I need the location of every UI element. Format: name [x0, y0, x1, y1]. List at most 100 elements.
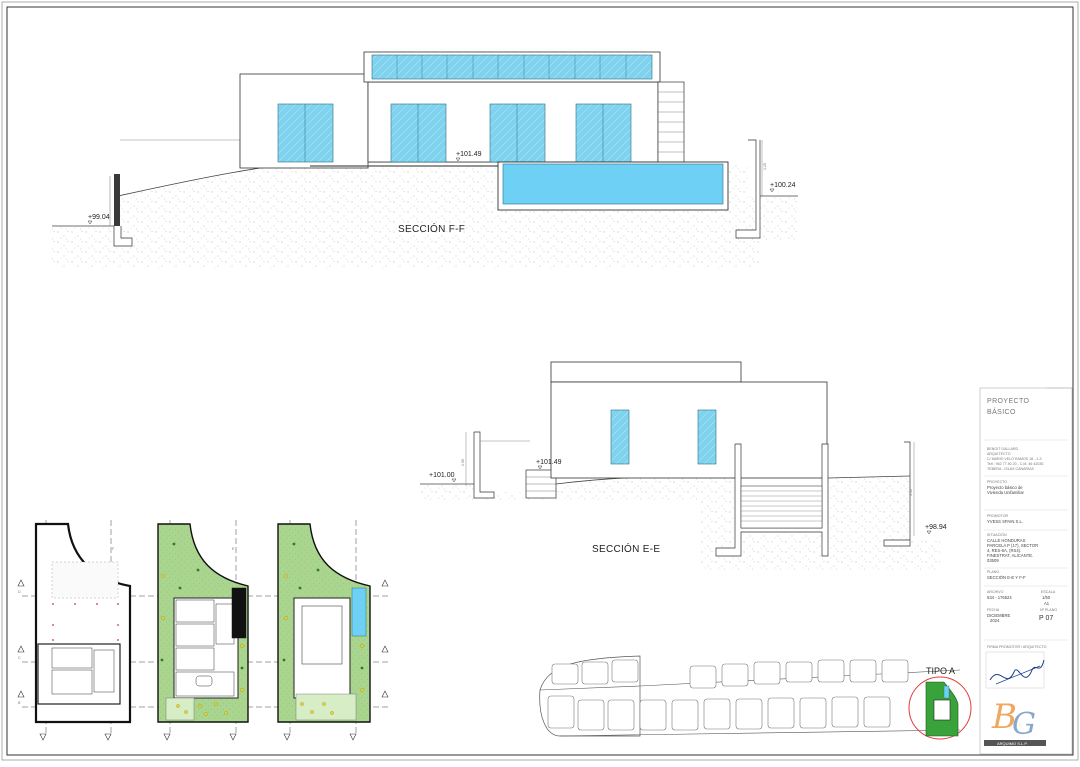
- tb-promoter: YVESS SPAIN S.L.: [987, 519, 1023, 524]
- tb-scale-caption: ESCALA: [1041, 590, 1056, 594]
- cut-mark-f: F: [112, 547, 115, 551]
- ee-main-volume: [550, 381, 828, 479]
- ee-dim-left: 2.90: [461, 459, 465, 466]
- ff-window-1: [277, 103, 334, 163]
- tb-location-2: PARCELA P (17), SECTOR: [987, 543, 1038, 548]
- cut-mark-e: E: [232, 547, 235, 551]
- ff-railing: [120, 139, 241, 168]
- ee-level-mid: +101.49: [536, 459, 562, 466]
- tb-date-2: 2024: [990, 618, 1000, 623]
- ee-terrain-fill: [420, 476, 940, 570]
- title-block: PROYECTO BÁSICO BENOIT GALLARD ARQUITECT…: [979, 387, 1073, 755]
- tb-project-caption: PROYECTO: [987, 480, 1007, 484]
- ff-terrain-fill: [52, 162, 798, 268]
- tb-file-caption: ARCHIVO: [987, 590, 1004, 594]
- tb-architect-3: C/ MARIO VELO RAMOS 18 - 1-3: [987, 457, 1042, 461]
- ee-level-right: +98.94: [925, 524, 947, 531]
- section-ee: 2.90 3.40 +101.00 +101.49 +98.94 SECCIÓN…: [420, 361, 947, 570]
- plan-first-pool: [351, 587, 367, 637]
- ee-window-1: [610, 409, 630, 465]
- tb-promoter-caption: PROMOTOR: [987, 514, 1009, 518]
- ee-level-left: +101.00: [429, 472, 455, 479]
- ff-window-3: [489, 103, 546, 163]
- tb-date-caption: FECHA: [987, 608, 1000, 612]
- ee-level-left-marker: [451, 478, 457, 483]
- logo-caption: ARQUIMO S.L.P.: [997, 741, 1028, 746]
- axis-label-c: C: [18, 656, 21, 660]
- tb-architect-4: Telf.: 952 77 80 20 - C.M. 46 42035: [987, 462, 1043, 466]
- plan-basement-rooms: [37, 643, 121, 705]
- tipo-a-label: TIPO A: [926, 666, 955, 676]
- ee-dim-right: 3.40: [909, 489, 913, 496]
- tb-file-value: 534 - 176524: [987, 595, 1012, 600]
- tb-project-1: Proyecto básico de: [987, 485, 1023, 490]
- ee-roof-volume: [550, 361, 742, 383]
- site-plan-edge: [559, 729, 961, 737]
- ff-level-right-marker: [769, 188, 775, 193]
- tb-architect-1: BENOIT GALLARD: [987, 447, 1018, 451]
- ff-footing-left: [113, 226, 133, 247]
- tb-heading-1: PROYECTO: [987, 398, 1030, 405]
- tb-sheet-number: P 07: [1039, 615, 1053, 622]
- ff-dim-text: 1.25: [763, 163, 767, 170]
- site-plots: [547, 659, 909, 731]
- tb-heading-2: BÁSICO: [987, 407, 1016, 416]
- tipo-a-circle: [908, 676, 972, 740]
- tb-architect-5: TEBERA - ISLAS CANARIAS: [987, 467, 1035, 471]
- ff-window-2: [390, 103, 447, 163]
- ff-title: SECCIÓN F-F: [398, 222, 465, 235]
- tb-location-5: 03509: [987, 558, 999, 563]
- signature-box: [985, 651, 1045, 689]
- axis-label-d: D: [18, 590, 21, 594]
- ff-level-mid-marker: [455, 157, 461, 162]
- logo-bg: B: [991, 697, 1017, 737]
- ff-level-right: +100.24: [770, 182, 796, 189]
- ff-pool-water: [502, 163, 724, 205]
- plan-ground-terrace: [165, 697, 195, 721]
- logo-caption-bar: [984, 740, 1046, 746]
- tb-sheet-caption: Nº PLANO: [1040, 608, 1057, 612]
- architect-signature: [989, 659, 1045, 681]
- tipo-a-pool: [943, 685, 950, 699]
- tb-plan-caption: PLANO: [987, 570, 999, 574]
- ff-wall-right: [735, 139, 761, 239]
- ee-wall-right: [883, 441, 911, 547]
- tb-location-3: 4, RES-6A, (RS4).: [987, 548, 1021, 553]
- plan-ground-pool: [231, 587, 247, 639]
- site-plan: TIPO A: [539, 655, 972, 740]
- tb-plan-name: SECCIÓN E-E Y F-F: [987, 575, 1026, 580]
- ee-level-mid-marker: [537, 465, 543, 470]
- ff-level-left-marker: [87, 220, 93, 225]
- ee-wall-left: [473, 431, 495, 499]
- tb-format-value: A1: [1044, 601, 1050, 606]
- tb-scale-value: 1/50: [1042, 595, 1051, 600]
- section-ff: 1.25 +99.04 +101.49 +100.24 SECCIÓN F-F: [52, 51, 798, 268]
- logo-g: G: [1012, 707, 1036, 742]
- tb-location-1: CALLE HONDURAS: [987, 538, 1026, 543]
- floor-plans: D C B F E: [17, 520, 390, 741]
- ee-level-right-marker: [926, 530, 932, 535]
- ee-garage-door: [740, 485, 823, 529]
- ee-title: SECCIÓN E-E: [592, 542, 660, 555]
- tb-location-caption: SITUACIÓN: [987, 532, 1007, 537]
- tb-project-2: Vivienda Unifamiliar: [987, 490, 1025, 495]
- ee-window-2: [697, 409, 717, 465]
- plan-first-terrace: [295, 693, 357, 721]
- tb-signature-caption: FIRMA PROMOTOR / ARQUITECTO: [987, 645, 1047, 649]
- ff-retaining-wall: [114, 174, 120, 226]
- tb-architect-2: ARQUITECTO: [987, 452, 1011, 456]
- ff-level-left: +99.04: [88, 214, 110, 221]
- ff-window-4: [575, 103, 632, 163]
- axis-label-b: B: [18, 701, 21, 705]
- title-block-frame: [979, 387, 1073, 755]
- plan-first-void: [301, 605, 343, 665]
- plan-basement-void: [51, 561, 119, 599]
- ff-solar-panels: [371, 54, 653, 80]
- tipo-a-house: [933, 699, 951, 721]
- tb-location-4: FINESTRAT, ALICANTE.: [987, 553, 1033, 558]
- sheet-border: [6, 6, 1074, 756]
- tb-date-1: DICIEMBRE: [987, 613, 1010, 618]
